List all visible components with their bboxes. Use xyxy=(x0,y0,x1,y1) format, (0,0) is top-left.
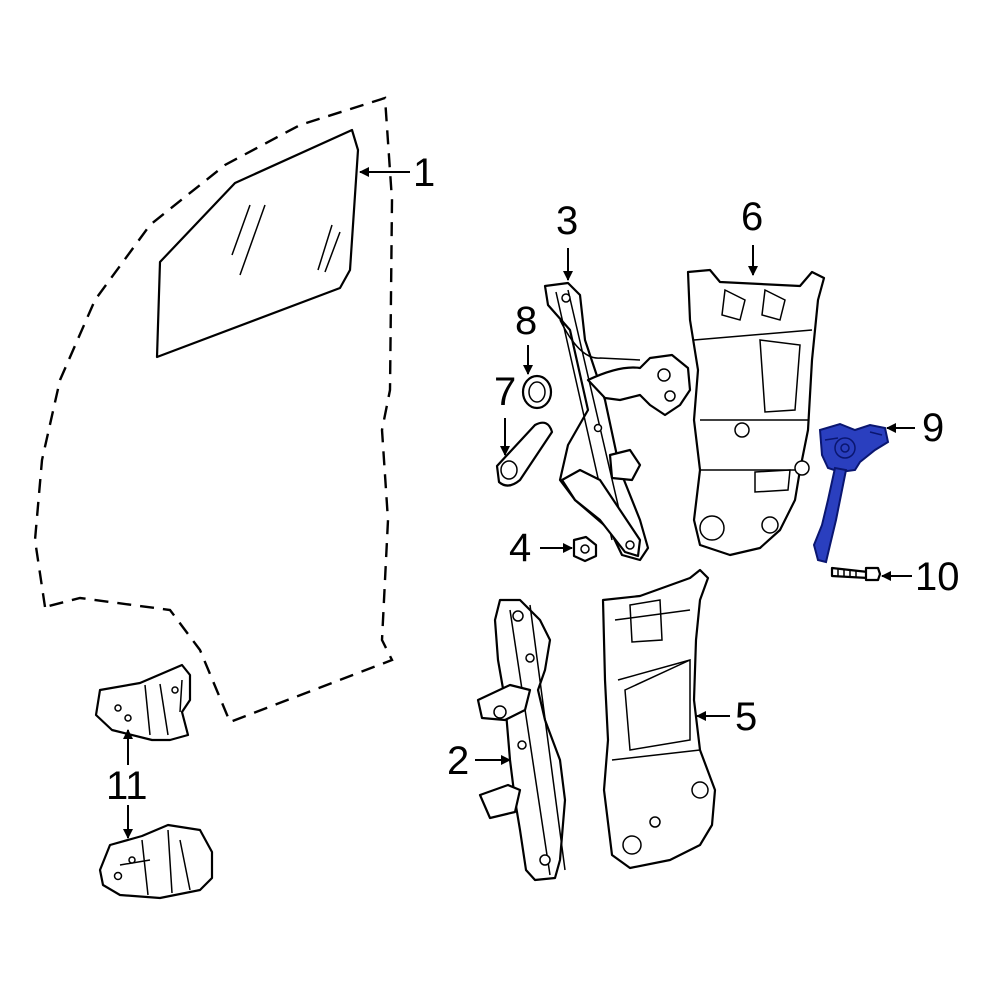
callout-11: 11 xyxy=(106,764,148,808)
callout-2: 2 xyxy=(447,739,469,783)
part-4-nut[interactable] xyxy=(572,535,598,563)
callout-4: 4 xyxy=(509,526,531,570)
part-8-knob[interactable] xyxy=(521,374,553,410)
part-2-regulator-track[interactable] xyxy=(476,598,567,882)
part-5-inner-panel[interactable] xyxy=(601,568,717,870)
part-3-window-regulator[interactable] xyxy=(543,281,692,562)
callout-8: 8 xyxy=(515,299,537,343)
part-10-bolt[interactable] xyxy=(830,566,882,582)
part-1-door-glass[interactable] xyxy=(155,128,360,359)
callout-1: 1 xyxy=(413,151,435,195)
door-outline xyxy=(33,96,394,724)
callout-labels: 1 2 3 4 5 6 7 8 9 10 11 xyxy=(106,151,960,808)
callout-5: 5 xyxy=(735,695,757,739)
part-7-crank-handle[interactable] xyxy=(495,421,554,487)
part-9-window-motor[interactable] xyxy=(812,422,890,564)
part-11-hinge-lower[interactable] xyxy=(98,823,214,900)
part-6-module-panel[interactable] xyxy=(686,268,826,557)
callout-6: 6 xyxy=(741,195,763,239)
callout-3: 3 xyxy=(556,199,578,243)
callout-10: 10 xyxy=(915,555,960,599)
callout-9: 9 xyxy=(922,406,944,450)
callout-7: 7 xyxy=(494,370,516,414)
part-11-hinge-upper[interactable] xyxy=(94,663,192,742)
callout-leaders xyxy=(123,167,915,839)
